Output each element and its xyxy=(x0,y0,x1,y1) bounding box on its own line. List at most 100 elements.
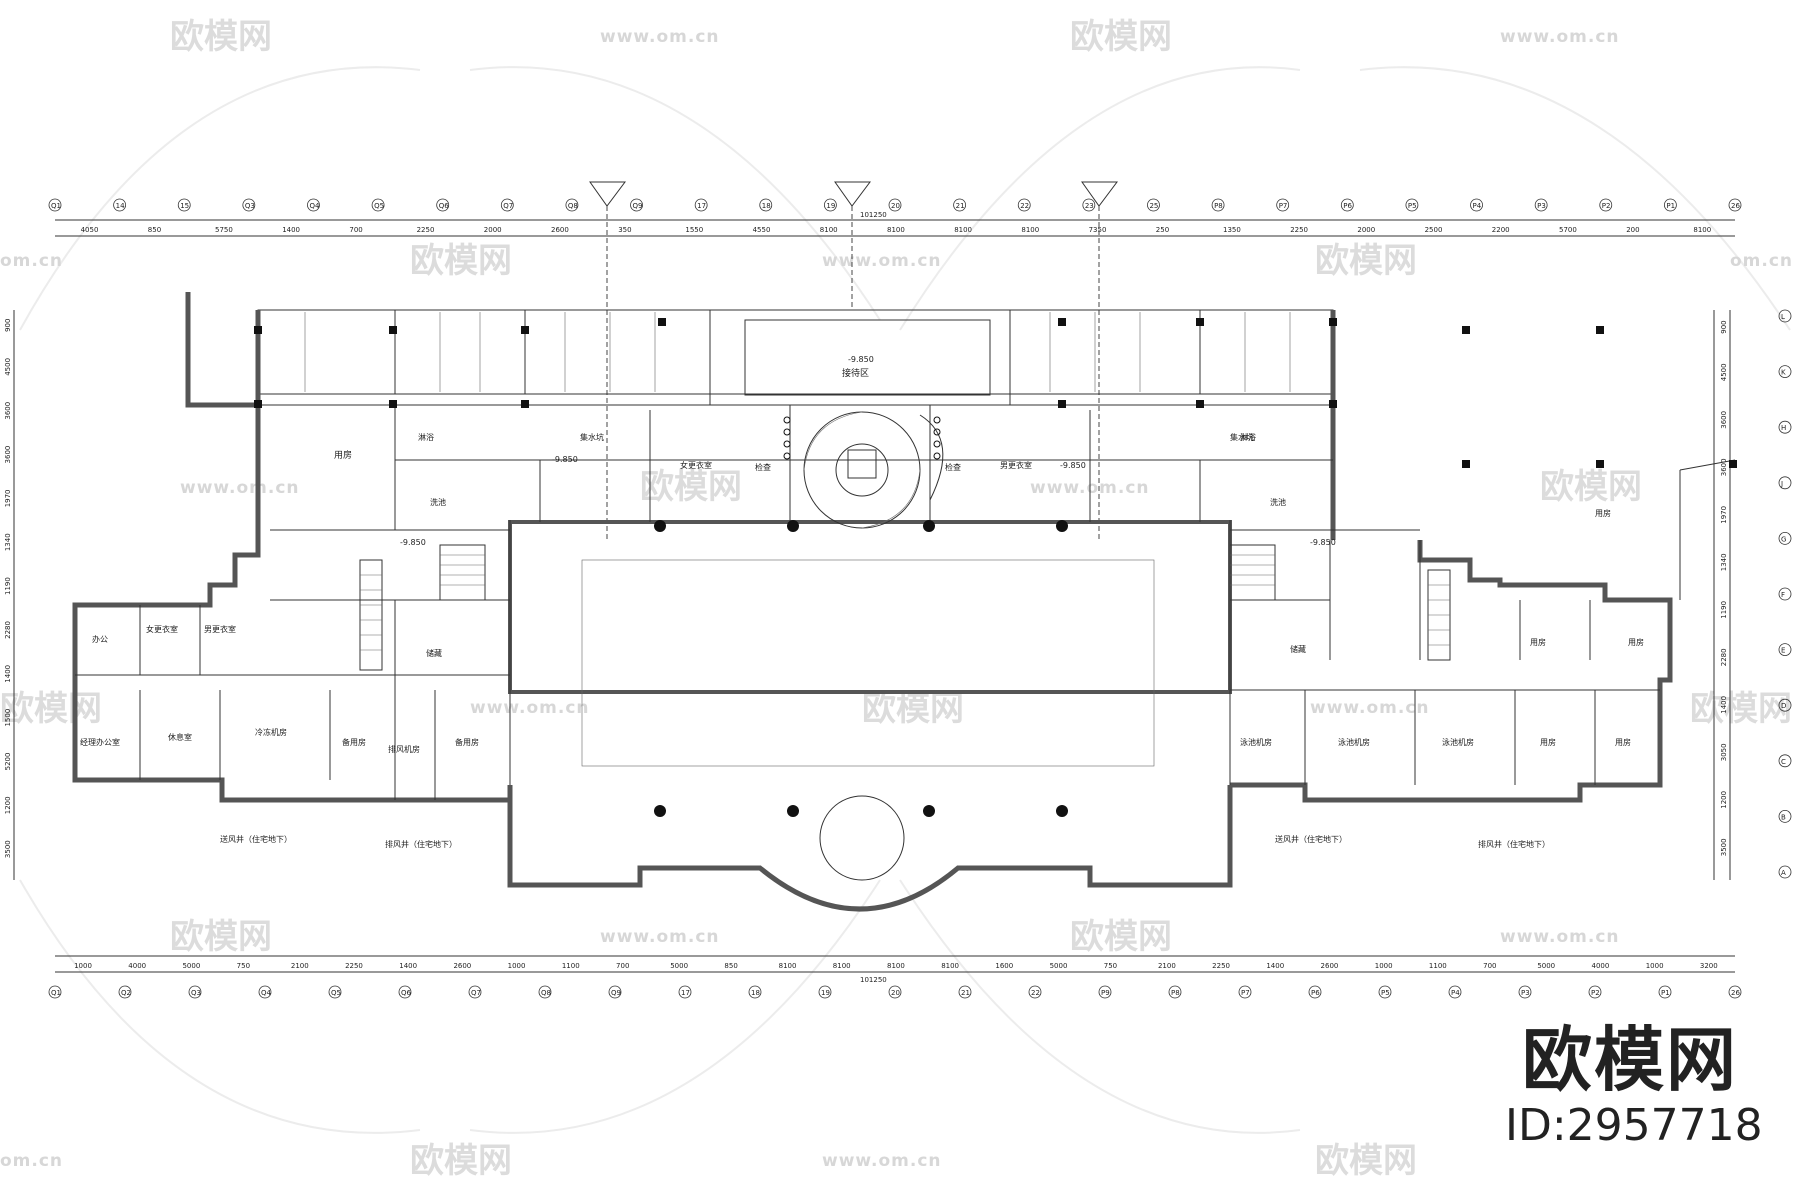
watermark-brand: 欧模网 xyxy=(640,467,742,507)
watermark-site: www.om.cn xyxy=(822,1151,942,1171)
bottom-dimension: 700 xyxy=(1483,962,1496,970)
axis-label: 25 xyxy=(1149,202,1158,210)
top-dimension: 2000 xyxy=(1357,226,1375,234)
bottom-dimension: 2250 xyxy=(1212,962,1230,970)
top-dimension: 4050 xyxy=(81,226,99,234)
left-dimension: 4500 xyxy=(4,358,12,376)
axis-label: P5 xyxy=(1381,989,1390,997)
watermark-brand: 欧模网 xyxy=(0,689,102,729)
room-labels: 接待区 -9.850 用房 办公 女更衣室 男更衣室 经理办公室 休息室 冷冻机… xyxy=(80,355,1644,849)
room-cold-machine: 冷冻机房 xyxy=(255,727,287,737)
axis-label: J xyxy=(1780,480,1783,488)
right-dimension: 3600 xyxy=(1720,411,1728,429)
watermark-brand: 欧模网 xyxy=(170,917,272,957)
room-left-duct-2: 排风井（住宅地下） xyxy=(385,839,457,849)
right-dimension-line xyxy=(1713,310,1731,880)
axis-bubble xyxy=(118,985,132,999)
room-shower-left: 淋浴 xyxy=(418,432,434,442)
bottom-dimension: 2600 xyxy=(1321,962,1339,970)
axis-label: Q4 xyxy=(309,202,320,210)
top-dimension: 4550 xyxy=(753,226,771,234)
axis-bubble xyxy=(748,985,762,999)
axis-label: H xyxy=(1781,424,1786,432)
axis-label: Q7 xyxy=(471,989,481,997)
axis-label: 18 xyxy=(762,202,771,210)
axis-label: P6 xyxy=(1343,202,1352,210)
axis-label: Q8 xyxy=(568,202,578,210)
watermark-site: www.om.cn xyxy=(1500,927,1620,947)
bottom-dimension: 2250 xyxy=(345,962,363,970)
watermark-brand: 欧模网 xyxy=(170,17,272,57)
axis-label: 19 xyxy=(826,202,835,210)
room-storage-r1: 用房 xyxy=(1540,737,1556,747)
axis-label: 20 xyxy=(891,202,900,210)
room-storage-r2: 用房 xyxy=(1615,737,1631,747)
axis-bubble xyxy=(258,985,272,999)
watermark-site: www.om.cn xyxy=(1500,27,1620,47)
axis-bubble xyxy=(188,985,202,999)
axis-label: 23 xyxy=(1085,202,1094,210)
bottom-dimension: 1600 xyxy=(995,962,1013,970)
axis-bubble xyxy=(1147,198,1160,212)
room-corridor-left: 检查 xyxy=(755,462,771,472)
left-dimension: 900 xyxy=(4,319,12,332)
right-dimension: 1340 xyxy=(1720,553,1728,571)
bottom-dimension: 2100 xyxy=(1158,962,1176,970)
top-dimension: 1400 xyxy=(282,226,300,234)
axis-bubble xyxy=(1778,587,1792,601)
bottom-dimension: 5000 xyxy=(670,962,688,970)
axis-label: P2 xyxy=(1591,989,1600,997)
room-pump-left: 排风机房 xyxy=(388,744,420,754)
bottom-dimension: 5000 xyxy=(1050,962,1068,970)
bottom-dimension: 1400 xyxy=(1266,962,1284,970)
axis-bubble xyxy=(1728,985,1742,999)
axis-bubble xyxy=(1340,198,1354,212)
room-pool-machine-2: 泳池机房 xyxy=(1338,737,1370,747)
structural-columns xyxy=(254,318,1737,817)
axis-label: Q3 xyxy=(191,989,201,997)
bottom-dimension: 850 xyxy=(724,962,737,970)
axis-label: P7 xyxy=(1241,989,1250,997)
axis-label: Q9 xyxy=(633,202,643,210)
watermark-site: www.om.cn xyxy=(600,27,720,47)
axis-bubble xyxy=(1728,198,1742,212)
room-reception: 接待区 xyxy=(842,367,869,379)
left-dimension: 1200 xyxy=(4,796,12,814)
axis-bubble xyxy=(1534,198,1548,212)
axis-bubble xyxy=(608,985,622,999)
watermark-brand: 欧模网 xyxy=(1315,241,1417,281)
axis-label: Q9 xyxy=(611,989,621,997)
elevation-right-stair: -9.850 xyxy=(1310,538,1336,547)
right-dimension: 3050 xyxy=(1720,743,1728,761)
axis-label: C xyxy=(1781,758,1786,766)
room-right-duct-1: 送风井（住宅地下） xyxy=(1275,834,1347,844)
room-left-office: 办公 xyxy=(92,634,108,644)
top-dimension: 850 xyxy=(148,226,161,234)
right-dimension: 3500 xyxy=(1720,838,1728,856)
axis-label: 17 xyxy=(697,202,706,210)
watermark-brand: 欧模网 xyxy=(1315,1141,1417,1181)
bottom-dimension: 8100 xyxy=(941,962,959,970)
axis-bubble xyxy=(177,198,191,212)
axis-label: E xyxy=(1781,647,1785,655)
axis-bubble xyxy=(371,198,385,212)
right-dimension-texts: 9004500360036001970134011902280140030501… xyxy=(1720,320,1728,856)
bottom-dimension: 5000 xyxy=(1537,962,1555,970)
axis-label: 21 xyxy=(961,989,970,997)
left-dimension: 3600 xyxy=(4,402,12,420)
left-dimension: 2280 xyxy=(4,621,12,639)
axis-label: Q7 xyxy=(503,202,513,210)
top-dimension: 1350 xyxy=(1223,226,1241,234)
top-dimension: 5750 xyxy=(215,226,233,234)
bottom-dimension: 2100 xyxy=(291,962,309,970)
watermark-brand: 欧模网 xyxy=(410,241,512,281)
watermark-badge: 欧模网 ID:2957718 xyxy=(1505,1020,1763,1152)
axis-bubble xyxy=(307,198,320,212)
axis-label: P1 xyxy=(1661,989,1670,997)
room-water-right: 集水坑 xyxy=(1230,432,1254,442)
top-dimension: 2600 xyxy=(551,226,569,234)
top-dimension-line: 101250 xyxy=(55,211,1735,237)
